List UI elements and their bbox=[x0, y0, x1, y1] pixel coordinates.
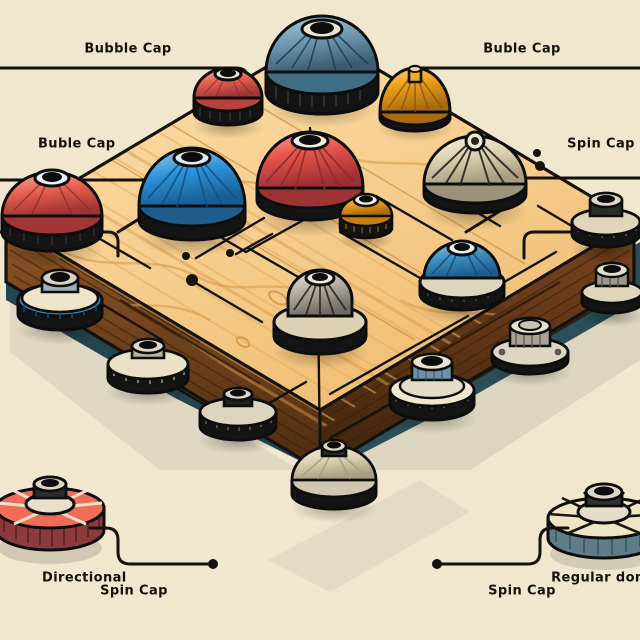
cap-red-small-top bbox=[192, 66, 264, 139]
bottom-leader-lines bbox=[88, 526, 570, 566]
cap-orange-dome bbox=[377, 64, 453, 142]
leader-bottom-left bbox=[88, 526, 211, 566]
cap-black-knurl bbox=[198, 386, 278, 454]
cap-blue-dome-top bbox=[264, 14, 380, 128]
cap-cream-dome-right bbox=[422, 130, 528, 230]
cap-cream-dome-center bbox=[272, 268, 368, 369]
cap-blue-knurl-left bbox=[16, 268, 104, 345]
leader-right-small bbox=[522, 230, 640, 260]
cap-red-directional bbox=[0, 475, 106, 564]
leader-bottom-right bbox=[439, 526, 570, 566]
leader-left-small bbox=[0, 230, 120, 258]
cap-cream-cone-front bbox=[290, 438, 378, 523]
bottom-markers bbox=[208, 559, 442, 569]
cap-flange-right bbox=[488, 316, 572, 386]
cap-blue-stack-center bbox=[386, 352, 478, 434]
cap-red-edge-left bbox=[0, 168, 104, 268]
cap-regular-dome bbox=[546, 482, 640, 570]
cap-grey-knurl-left bbox=[106, 337, 190, 406]
cap-blue-dome-right bbox=[418, 239, 506, 324]
cap-orange-small bbox=[338, 192, 394, 250]
cap-dark-knurl-right bbox=[570, 191, 640, 263]
cap-blue-dome-left bbox=[137, 146, 247, 257]
cap-dark-knurl-right-2 bbox=[580, 261, 640, 327]
